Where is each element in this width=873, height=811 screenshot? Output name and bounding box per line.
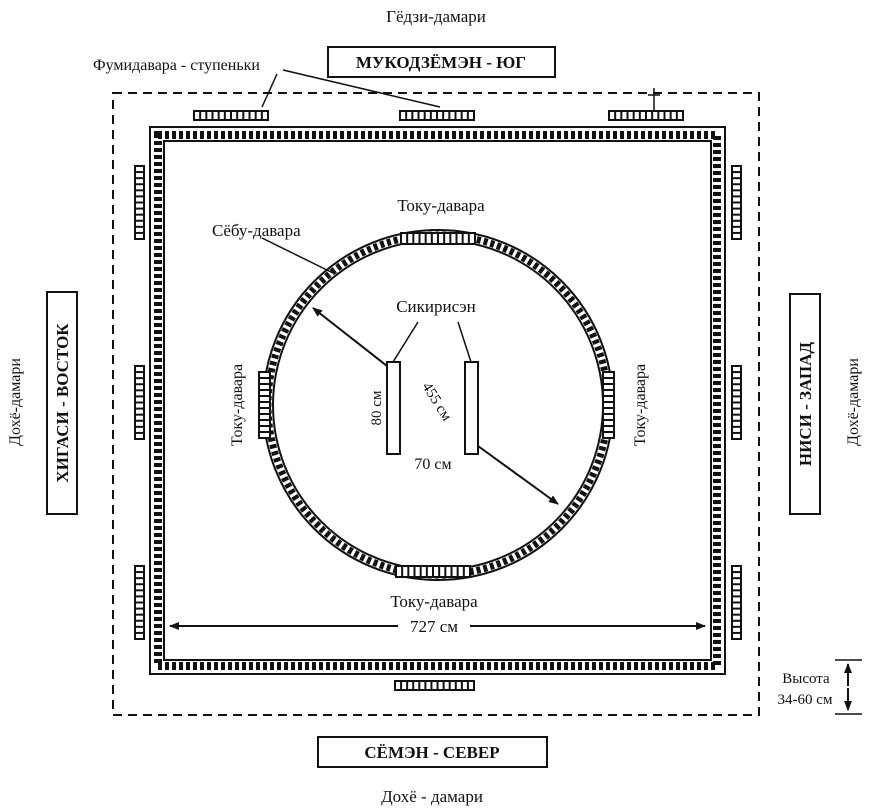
platform-dashed-boundary (112, 92, 760, 716)
height-value: 34-60 см (778, 692, 833, 708)
step-left-2 (134, 365, 145, 440)
step-right-2 (731, 365, 742, 440)
toku-notch-bottom (395, 565, 471, 578)
height-label: Высота (782, 671, 830, 687)
toku-top-label: Току-давара (397, 196, 485, 215)
diameter-arrow-lower (477, 445, 559, 505)
top-damari-label: Гёдзи-дамари (386, 7, 486, 26)
step-right-1 (731, 165, 742, 240)
square-ring (149, 126, 726, 675)
dohe-left-label: Дохё-дамари (7, 358, 24, 446)
dohe-right-label: Дохё-дамари (845, 358, 862, 446)
south-box (327, 46, 556, 78)
dim-727-label: 727 см (410, 617, 458, 636)
sikirisen-leader-right (457, 321, 472, 363)
toku-davara-notches (258, 232, 615, 578)
north-box (317, 736, 548, 768)
step-top-center (399, 110, 475, 121)
step-left-1 (134, 165, 145, 240)
dim-70-label: 70 см (414, 456, 451, 473)
shikiri-line-left (386, 361, 401, 455)
dohe-bottom-label: Дохё - дамари (381, 787, 483, 806)
sebu-label: Сёбу-давара (212, 221, 301, 240)
toku-bottom-label: Току-давара (390, 592, 478, 611)
dim-80-label: 80 см (369, 390, 385, 425)
step-top-left (193, 110, 269, 121)
east-label: ХИГАСИ - ВОСТОК (53, 323, 72, 483)
step-right-3 (731, 565, 742, 640)
sikirisen-label: Сикирисэн (396, 297, 476, 316)
toku-right-label: Току-давара (632, 364, 649, 446)
fumidavara-leader-2 (282, 69, 441, 108)
step-top-right (608, 110, 684, 121)
sikirisen-leader-left (392, 321, 419, 363)
step-bottom (394, 680, 475, 691)
shikiri-line-right (464, 361, 479, 455)
fumidavara-steps (134, 110, 742, 691)
toku-notch-right (602, 371, 615, 439)
toku-left-label: Току-давара (229, 364, 246, 446)
east-box (46, 291, 78, 515)
diameter-arrow-upper (312, 307, 388, 367)
sebu-leader (261, 237, 334, 274)
toku-notch-left (258, 371, 271, 439)
west-box (789, 293, 821, 515)
fumidavara-leader-1 (261, 73, 278, 108)
fumidavara-label: Фумидавара - ступеньки (93, 57, 260, 74)
south-label: МУКОДЗЁМЭН - ЮГ (356, 53, 526, 72)
toku-notch-top (400, 232, 476, 245)
north-label: СЁМЭН - СЕВЕР (364, 743, 499, 762)
west-label: НИСИ - ЗАПАД (796, 342, 815, 466)
dim-455-label: 455 см (418, 380, 454, 425)
step-left-3 (134, 565, 145, 640)
height-dimension (835, 659, 862, 715)
